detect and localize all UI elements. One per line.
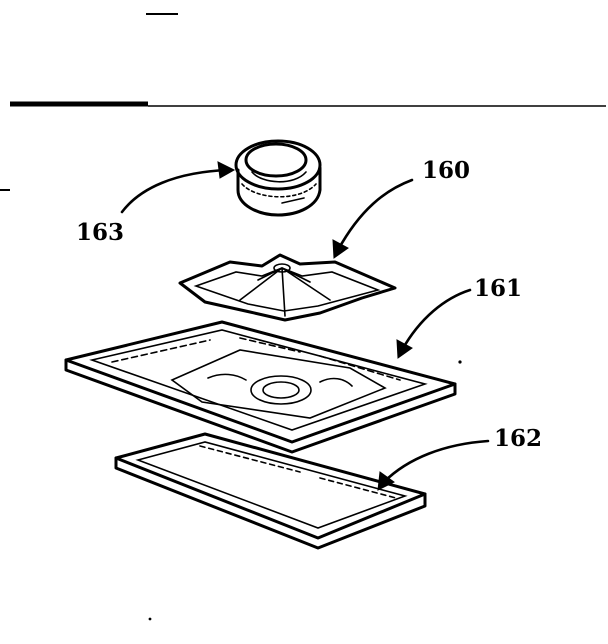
arrow-head: [377, 471, 395, 491]
tray-grooves: [207, 373, 353, 387]
knob-knurl: [241, 183, 317, 198]
scan-dot: [458, 360, 462, 364]
leader-161: [396, 288, 472, 359]
leader-line: [336, 178, 414, 252]
leader-line: [120, 168, 230, 214]
callout-163: 163: [76, 219, 124, 246]
spider-outline: [178, 253, 397, 322]
arrow-head: [217, 161, 236, 179]
spider-ribs: [239, 267, 331, 317]
tray-part: [64, 320, 457, 454]
leader-160: [332, 178, 414, 259]
tray-center-ring: [250, 375, 312, 405]
tray-well: [170, 349, 387, 419]
tray-texture: [111, 337, 401, 381]
leader-162: [377, 439, 490, 491]
knob-body: [236, 166, 322, 217]
spider-inner-outline: [193, 267, 381, 312]
callout-160: 160: [422, 157, 470, 184]
tray-side: [64, 358, 457, 454]
spider-hub: [273, 263, 291, 273]
arrow-head: [396, 339, 413, 359]
spider-part: [178, 253, 397, 322]
knob-cap: [244, 142, 308, 178]
tray-lip: [89, 329, 428, 431]
pan-texture: [199, 445, 397, 499]
knob-top-rim: [234, 139, 322, 191]
pan-inner-edge: [135, 441, 408, 529]
leader-line: [382, 439, 490, 484]
leader-line: [400, 288, 472, 352]
pan-side: [114, 456, 427, 550]
knob-flat: [281, 197, 305, 204]
callout-161: 161: [474, 275, 522, 302]
knob-inner-ring: [251, 171, 307, 183]
knob-part: [234, 139, 322, 217]
scan-dot: [148, 617, 152, 621]
tray-center-hole: [262, 381, 300, 399]
leader-163: [120, 161, 236, 214]
callout-162: 162: [494, 425, 542, 452]
arrow-head: [332, 239, 349, 259]
pan-part: [114, 432, 427, 550]
